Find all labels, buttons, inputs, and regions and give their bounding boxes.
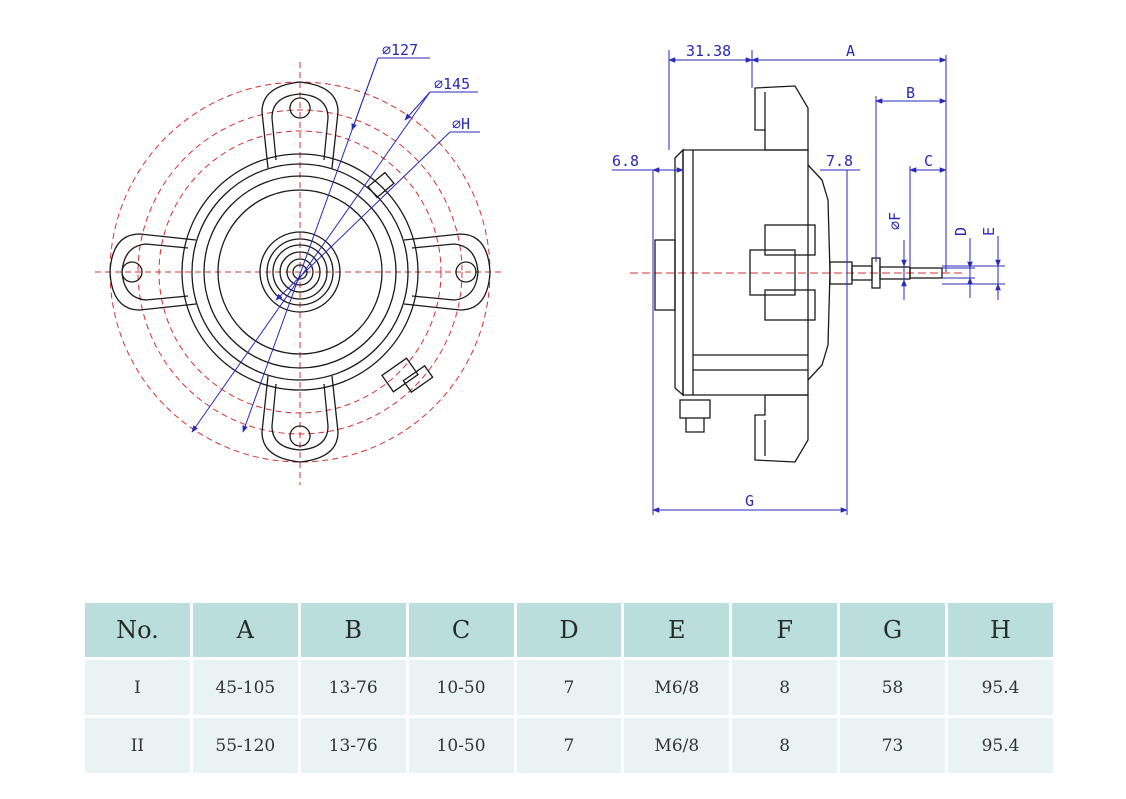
dim-A-label: A <box>846 42 855 60</box>
table-cell: 7 <box>516 718 622 773</box>
dim-dH-label: ⌀H <box>452 115 470 133</box>
header-b: B <box>300 603 406 657</box>
header-g: G <box>840 603 945 657</box>
table-cell: M6/8 <box>624 660 730 715</box>
table-cell: 8 <box>732 718 838 773</box>
header-f: F <box>732 603 838 657</box>
table-row: II 55-120 13-76 10-50 7 M6/8 8 73 95.4 <box>85 718 1053 773</box>
table-cell: 13-76 <box>300 718 406 773</box>
header-no: No. <box>85 603 190 657</box>
header-c: C <box>408 603 514 657</box>
dim-6-8-label: 6.8 <box>612 152 639 170</box>
table-cell: M6/8 <box>624 718 730 773</box>
header-a: A <box>192 603 298 657</box>
header-d: D <box>516 603 622 657</box>
table-cell: I <box>85 660 190 715</box>
spec-table: No. A B C D E F G H I 45-105 13-76 10-50… <box>82 600 1056 776</box>
dim-B-label: B <box>906 84 915 102</box>
motor-technical-drawing: ⌀127 ⌀145 ⌀H <box>95 41 1005 515</box>
front-view: ⌀127 ⌀145 ⌀H <box>95 41 505 485</box>
dim-C-label: C <box>924 152 933 170</box>
table-cell: 58 <box>840 660 945 715</box>
dim-G-label: G <box>745 492 754 510</box>
dim-d145-label: ⌀145 <box>434 75 470 93</box>
header-e: E <box>624 603 730 657</box>
dim-dF-label: ⌀F <box>886 212 904 230</box>
side-view: 31.38 A B C 6.8 7.8 G ⌀F D E <box>612 42 1005 515</box>
table-cell: 13-76 <box>300 660 406 715</box>
dim-31-38-label: 31.38 <box>686 42 731 60</box>
header-h: H <box>948 603 1053 657</box>
side-dimension-lines <box>612 50 1005 515</box>
front-motor-body <box>109 81 491 463</box>
table-row: I 45-105 13-76 10-50 7 M6/8 8 58 95.4 <box>85 660 1053 715</box>
dim-D-label: D <box>952 227 970 236</box>
table-cell: 10-50 <box>408 660 514 715</box>
side-motor-body <box>654 85 943 463</box>
dim-7-8-label: 7.8 <box>826 152 853 170</box>
front-dimension-leaders <box>191 57 480 433</box>
table-header-row: No. A B C D E F G H <box>85 603 1053 657</box>
table-cell: 73 <box>840 718 945 773</box>
dim-d127-label: ⌀127 <box>382 41 418 59</box>
dim-E-label: E <box>980 227 998 236</box>
table-cell: II <box>85 718 190 773</box>
table-cell: 8 <box>732 660 838 715</box>
table-cell: 95.4 <box>948 718 1053 773</box>
table-cell: 7 <box>516 660 622 715</box>
table-cell: 95.4 <box>948 660 1053 715</box>
table-cell: 10-50 <box>408 718 514 773</box>
table-cell: 55-120 <box>192 718 298 773</box>
table-cell: 45-105 <box>192 660 298 715</box>
